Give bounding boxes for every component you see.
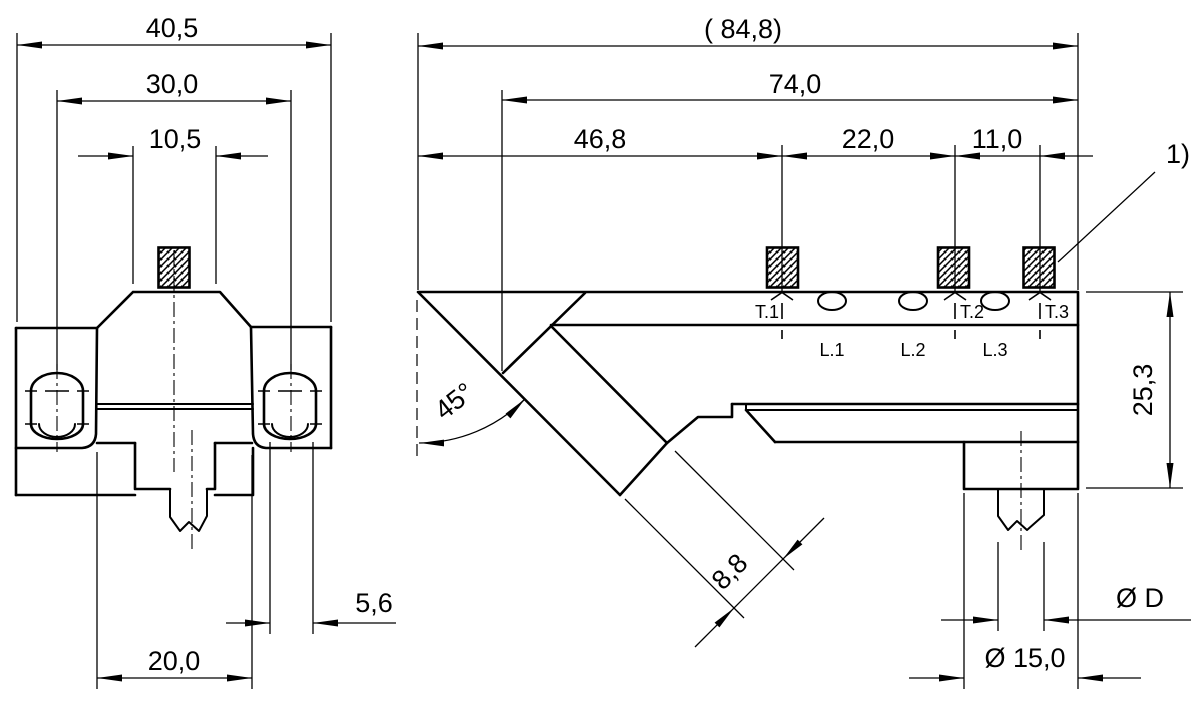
boss-diameter-dimension: Ø 15,0	[909, 493, 1141, 689]
dim-arm-width-label: 8,8	[706, 548, 754, 596]
dim-t1-t2-spacing-label: 22,0	[842, 124, 895, 154]
footnote-marker-label: 1)	[1166, 139, 1190, 169]
dim-jaw-width-label: 20,0	[148, 646, 201, 676]
dim-top-face-width-label: 10,5	[149, 124, 202, 154]
side-probe-hatch-squares	[765, 246, 1056, 289]
height-dimension: 25,3	[1086, 291, 1183, 489]
front-screw-tip	[169, 488, 208, 532]
side-top-dimensions: ( 84,8) 74,0 46,8 22,0 11,0	[417, 14, 1093, 371]
footnote-callout: 1)	[1057, 139, 1190, 263]
load-point-ovals	[817, 291, 1010, 311]
dim-slot-offset-label: 5,6	[355, 588, 393, 618]
dim-shaft-diameter-label: Ø D	[1116, 583, 1164, 613]
side-screw-tip	[997, 488, 1045, 531]
side-view-part-outline	[416, 290, 1080, 531]
dim-t2-t3-spacing-label: 11,0	[972, 124, 1023, 154]
front-dimensions: 40,5 30,0 10,5 20,0 5,6	[16, 13, 396, 689]
front-view-part-outline	[14, 290, 333, 532]
side-view: T.1 T.2 T.3 L.1 L.2 L.3 1) ( 84,8) 74,0 …	[416, 14, 1191, 689]
dim-boss-diameter-label: Ø 15,0	[984, 643, 1065, 673]
front-centerlines	[56, 250, 292, 553]
t1-label: T.1	[755, 302, 779, 322]
front-view: 40,5 30,0 10,5 20,0 5,6	[14, 13, 396, 689]
shaft-diameter-dimension: Ø D	[941, 542, 1191, 631]
l3-label: L.3	[982, 340, 1007, 360]
side-probe-centerlines	[770, 145, 1052, 339]
arm-width-dimension: 8,8	[624, 450, 825, 648]
dim-hole-spacing-label: 30,0	[146, 69, 199, 99]
t2-label: T.2	[960, 302, 984, 322]
dim-t1-position-label: 46,8	[574, 124, 627, 154]
point-labels: T.1 T.2 T.3 L.1 L.2 L.3	[755, 302, 1069, 360]
l2-label: L.2	[900, 340, 925, 360]
dim-bevel-angle-label: 45°	[429, 377, 480, 426]
dim-height-label: 25,3	[1128, 364, 1158, 417]
t3-label: T.3	[1045, 302, 1069, 322]
dim-overall-width-label: 40,5	[146, 13, 199, 43]
dim-total-length-label: ( 84,8)	[704, 14, 782, 44]
front-right-slot	[258, 371, 322, 441]
dim-body-length-label: 74,0	[769, 69, 822, 99]
contact-chevrons	[770, 291, 1052, 301]
l1-label: L.1	[819, 340, 844, 360]
angle-dimension: 45°	[416, 300, 526, 457]
